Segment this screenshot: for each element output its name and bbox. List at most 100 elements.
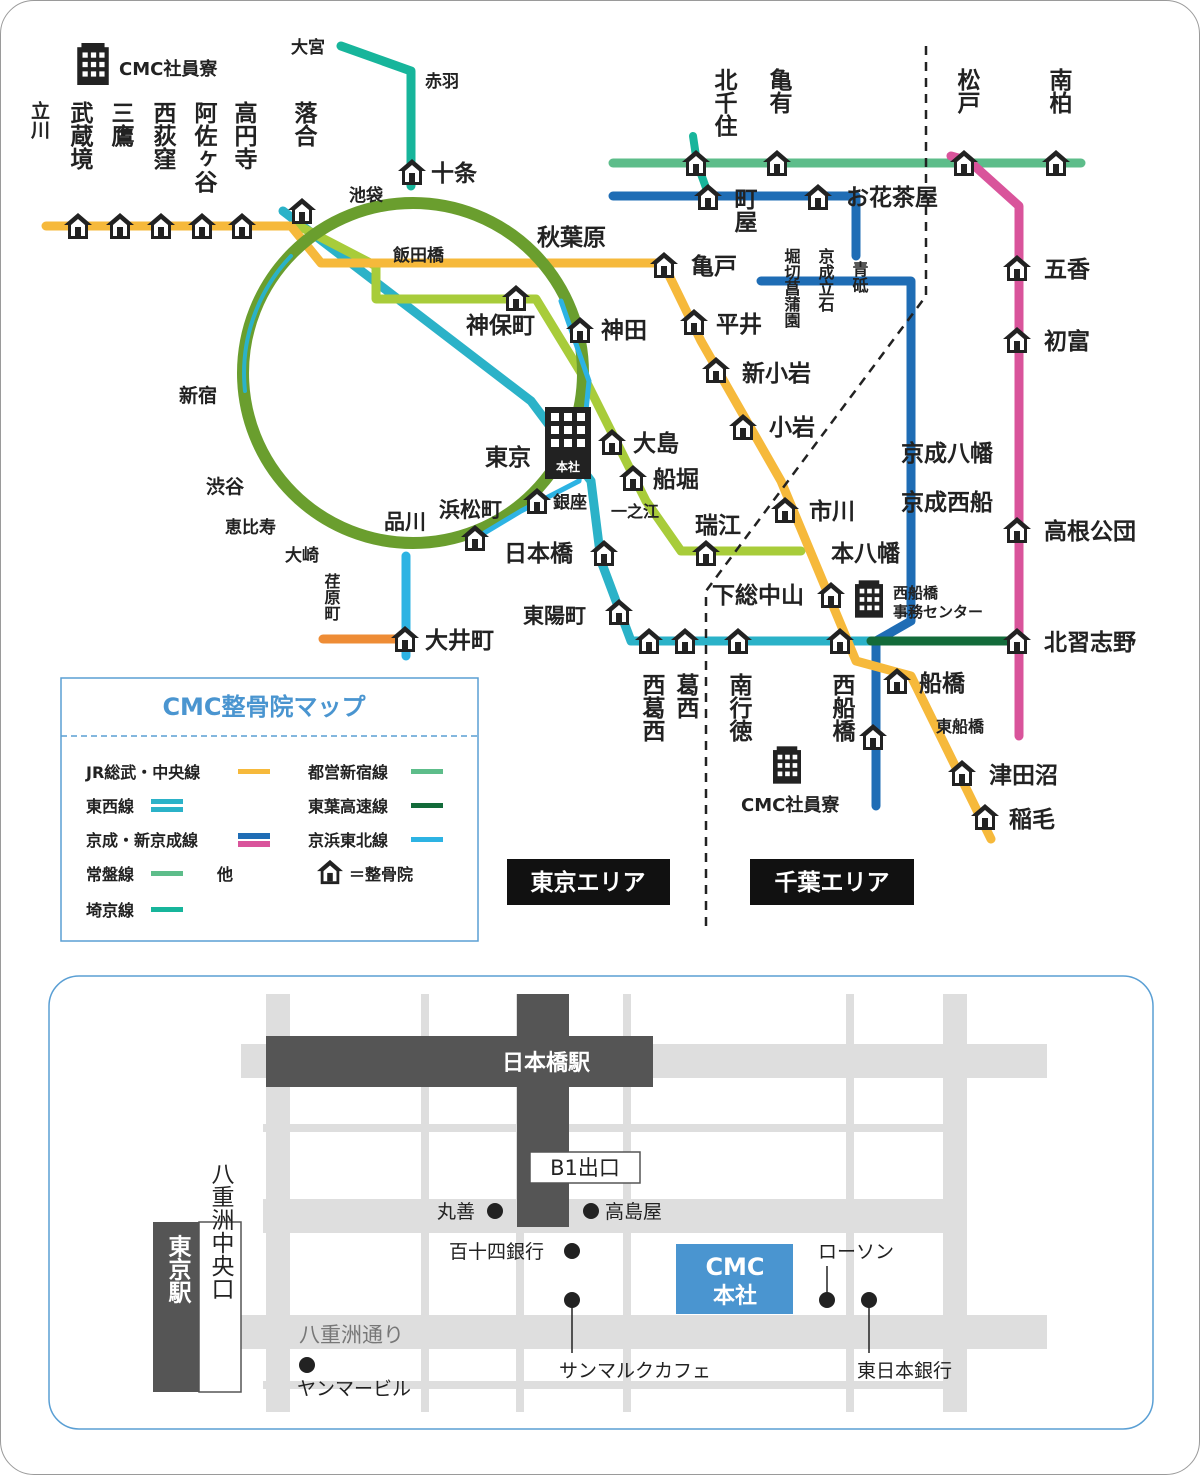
station-kanda[interactable]: 神田	[601, 317, 647, 344]
station-iidabashi[interactable]: 飯田橋	[392, 245, 445, 266]
house-icon[interactable]	[702, 357, 730, 383]
house-icon[interactable]	[859, 724, 887, 750]
station-shinkoiwa[interactable]: 新小岩	[742, 360, 811, 387]
station-jujo[interactable]: 十条	[431, 160, 477, 187]
house-icon[interactable]	[692, 540, 720, 566]
station-kameari[interactable]: 亀有	[765, 68, 793, 115]
station-omiya[interactable]: 大宮	[291, 37, 325, 58]
house-icon[interactable]	[1042, 150, 1070, 176]
station-ginza[interactable]: 銀座	[553, 492, 587, 513]
station-aoto[interactable]: 青砥	[850, 260, 869, 294]
station-horikiri[interactable]: 堀切菖蒲園	[782, 248, 801, 329]
station-nihombashi[interactable]: 日本橋	[504, 541, 574, 567]
station-takanedaikoudan[interactable]: 高根公団	[1044, 518, 1136, 545]
station-ojima[interactable]: 大島	[633, 430, 679, 457]
station-ochiai[interactable]: 落合	[290, 101, 318, 147]
station-tokyo[interactable]: 東京	[485, 444, 531, 471]
station-toyocho[interactable]: 東陽町	[523, 604, 586, 628]
station-ebaramachi[interactable]: 荏原町	[322, 572, 341, 622]
house-icon[interactable]	[1003, 255, 1031, 281]
house-icon[interactable]	[391, 626, 419, 652]
station-keiseinishifuna[interactable]: 京成西船	[901, 489, 993, 516]
station-ebisu[interactable]: 恵比寿	[225, 517, 276, 538]
house-icon[interactable]	[598, 429, 626, 455]
station-kitanarashino[interactable]: 北習志野	[1044, 630, 1136, 656]
station-asagaya[interactable]: 阿佐ヶ谷	[190, 101, 219, 193]
house-icon[interactable]	[650, 252, 678, 278]
station-nishikasai[interactable]: 西葛西	[638, 673, 667, 742]
station-funabori[interactable]: 船堀	[653, 466, 699, 493]
station-ohanajaya[interactable]: お花茶屋	[846, 185, 938, 211]
station-osaki[interactable]: 大崎	[285, 545, 319, 566]
house-icon[interactable]	[1003, 327, 1031, 353]
house-icon[interactable]	[694, 184, 722, 210]
sanmarc-label: サンマルクカフェ	[559, 1360, 711, 1382]
station-nishifunabashi[interactable]: 西船橋	[828, 673, 856, 742]
station-mitaka[interactable]: 三鷹	[107, 101, 135, 148]
station-hirai[interactable]: 平井	[716, 312, 762, 338]
station-shinagawa[interactable]: 品川	[384, 510, 426, 534]
house-icon[interactable]	[398, 159, 426, 185]
house-icon[interactable]	[188, 213, 216, 239]
house-icon[interactable]	[671, 628, 699, 654]
station-minamigyotoku[interactable]: 南行徳	[725, 673, 754, 742]
house-icon[interactable]	[64, 213, 92, 239]
station-goko[interactable]: 五香	[1044, 257, 1091, 283]
station-akihabara[interactable]: 秋葉原	[537, 225, 606, 251]
station-kameido[interactable]: 亀戸	[691, 254, 737, 280]
station-ichinoe[interactable]: 一之江	[611, 502, 659, 521]
station-hatsutomi[interactable]: 初富	[1044, 328, 1090, 355]
station-mizue[interactable]: 瑞江	[695, 513, 741, 539]
house-icon[interactable]	[826, 628, 854, 654]
headquarters-icon[interactable]: 本社	[545, 407, 591, 479]
station-machiya[interactable]: 町屋	[730, 187, 758, 234]
tokyo-station-label: 東京駅	[164, 1235, 192, 1305]
station-hamamatsucho[interactable]: 浜松町	[439, 498, 502, 522]
house-icon[interactable]	[288, 198, 316, 224]
line-yamanote-inner	[242, 254, 293, 393]
station-keiseiyawata[interactable]: 京成八幡	[901, 440, 994, 467]
house-icon[interactable]	[228, 213, 256, 239]
house-icon[interactable]	[729, 414, 757, 440]
station-oimachi[interactable]: 大井町	[425, 628, 494, 654]
house-icon[interactable]	[724, 628, 752, 654]
house-icon[interactable]	[502, 285, 530, 311]
house-icon[interactable]	[106, 213, 134, 239]
station-kasai[interactable]: 葛西	[672, 673, 701, 719]
station-matsudo[interactable]: 松戸	[953, 68, 981, 115]
house-icon[interactable]	[1003, 517, 1031, 543]
house-icon[interactable]	[590, 540, 618, 566]
station-kitasenju[interactable]: 北千住	[710, 68, 738, 137]
station-inage[interactable]: 稲毛	[1009, 807, 1055, 833]
station-ichikawa[interactable]: 市川	[809, 498, 855, 525]
house-icon[interactable]	[682, 150, 710, 176]
station-tachikawa[interactable]: 立川	[28, 100, 51, 140]
station-musashisakai[interactable]: 武蔵境	[66, 101, 94, 170]
house-icon[interactable]	[635, 628, 663, 654]
house-icon[interactable]	[804, 184, 832, 210]
legend-joban: 常盤線	[86, 865, 134, 884]
house-icon[interactable]	[1003, 628, 1031, 654]
station-keiseitateishi[interactable]: 京成立石	[816, 247, 836, 313]
cmc-hq-marker[interactable]	[676, 1244, 793, 1314]
line-keisei-right	[756, 276, 916, 811]
station-koenji[interactable]: 高円寺	[230, 100, 258, 170]
station-shimosanakayama[interactable]: 下総中山	[712, 582, 804, 609]
station-minamikashiwa[interactable]: 南柏	[1045, 68, 1073, 114]
station-akabane[interactable]: 赤羽	[425, 71, 459, 92]
house-icon[interactable]	[147, 213, 175, 239]
station-higashifunabashi[interactable]: 東船橋	[936, 717, 985, 736]
station-shibuya[interactable]: 渋谷	[206, 475, 245, 498]
house-icon[interactable]	[605, 599, 633, 625]
house-icon[interactable]	[771, 497, 799, 523]
house-icon[interactable]	[619, 465, 647, 491]
house-icon[interactable]	[763, 150, 791, 176]
station-ikebukuro[interactable]: 池袋	[349, 185, 384, 206]
station-tsudanuma[interactable]: 津田沼	[989, 762, 1058, 789]
station-shinjuku[interactable]: 新宿	[179, 384, 217, 407]
station-nishiogikubo[interactable]: 西荻窪	[149, 101, 177, 171]
station-funabashi[interactable]: 船橋	[919, 670, 966, 697]
station-motoyawata[interactable]: 本八幡	[831, 541, 901, 567]
station-koiwa[interactable]: 小岩	[769, 415, 815, 441]
station-jimbocho[interactable]: 神保町	[466, 312, 535, 339]
